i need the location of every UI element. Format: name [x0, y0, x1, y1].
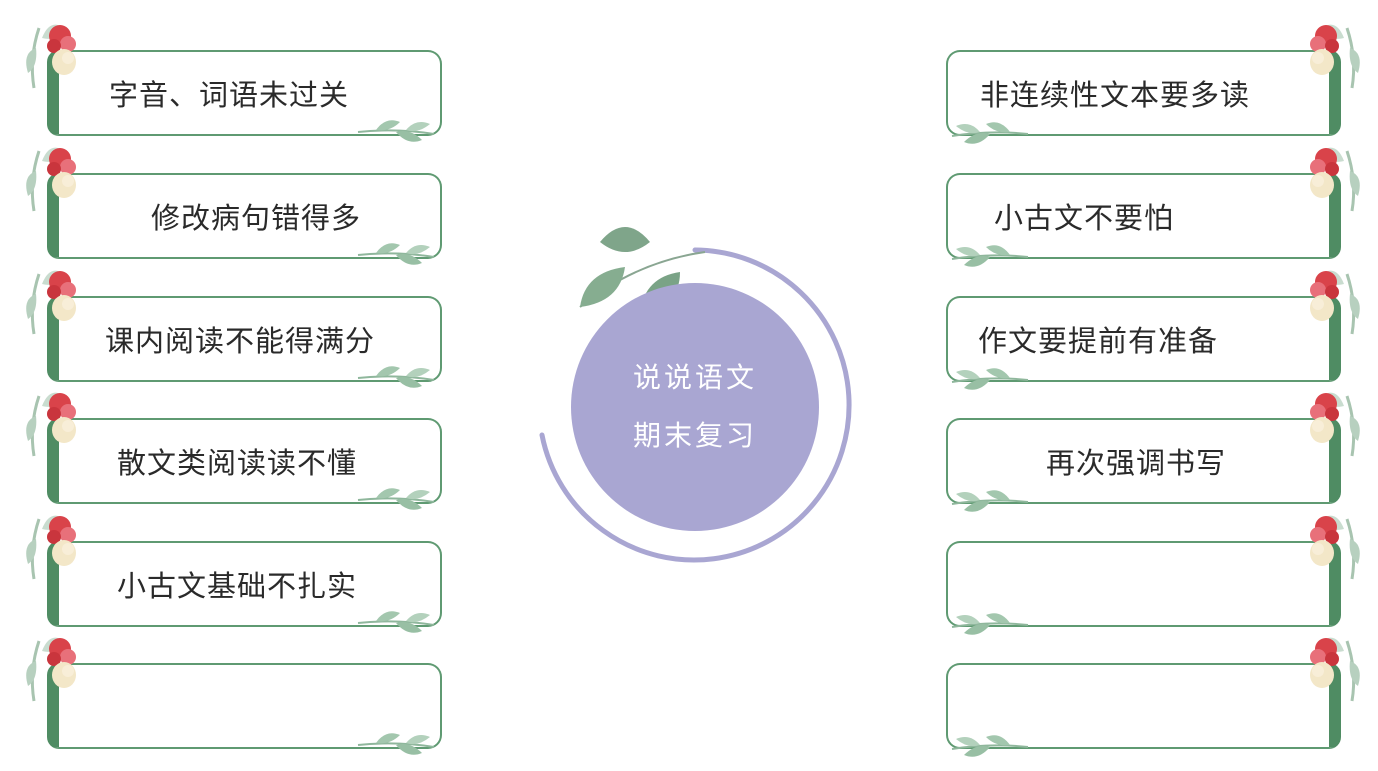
right-card-5	[946, 541, 1341, 627]
left-card-6	[47, 663, 442, 749]
right-card-label: 再次强调书写	[1046, 446, 1227, 480]
right-card-4: 再次强调书写	[946, 418, 1341, 504]
right-card-label: 小古文不要怕	[994, 201, 1175, 235]
left-card-label: 散文类阅读读不懂	[117, 446, 358, 480]
right-card-3: 作文要提前有准备	[946, 296, 1341, 382]
right-card-label: 非连续性文本要多读	[980, 78, 1251, 112]
right-card-label: 作文要提前有准备	[978, 324, 1219, 358]
left-card-4: 散文类阅读读不懂	[47, 418, 442, 504]
right-card-6	[946, 663, 1341, 749]
left-card-label: 小古文基础不扎实	[117, 569, 358, 603]
right-card-1: 非连续性文本要多读	[946, 50, 1341, 136]
center-title-circle: 说说语文 期末复习	[571, 283, 819, 531]
center-title-line1: 说说语文	[632, 361, 757, 394]
left-card-1: 字音、词语未过关	[47, 50, 442, 136]
center-ring	[539, 247, 852, 563]
right-card-2: 小古文不要怕	[946, 173, 1341, 259]
left-card-label: 课内阅读不能得满分	[105, 324, 376, 358]
left-card-label: 字音、词语未过关	[109, 78, 350, 112]
left-card-3: 课内阅读不能得满分	[47, 296, 442, 382]
left-card-2: 修改病句错得多	[47, 173, 442, 259]
left-card-label: 修改病句错得多	[151, 201, 362, 235]
left-card-5: 小古文基础不扎实	[47, 541, 442, 627]
center-title-line2: 期末复习	[632, 419, 757, 452]
